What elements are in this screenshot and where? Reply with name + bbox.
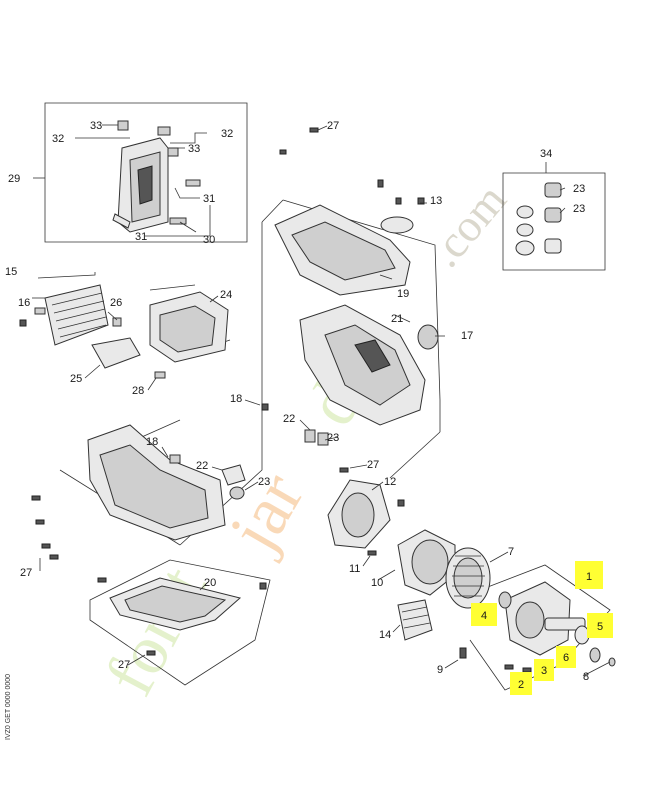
highlight-markers [471, 561, 613, 695]
part-housing-group [274, 204, 439, 446]
highlight-6 [556, 646, 576, 668]
label-part-33b: 33 [188, 143, 200, 155]
part-shroud-group [112, 120, 201, 233]
label-part-9: 9 [437, 664, 443, 676]
label-part-18b: 18 [146, 436, 158, 448]
drawing-code: IVZ0 GET 0000 0000 [5, 674, 12, 740]
label-part-23c: 23 [327, 432, 339, 444]
highlight-2 [510, 672, 532, 695]
label-part-15: 15 [5, 266, 17, 278]
part-cover-plate [109, 577, 242, 631]
label-part-12: 12 [384, 476, 396, 488]
part-bracket-group [91, 291, 229, 379]
label-part-27d: 27 [118, 659, 130, 671]
label-part-11: 11 [349, 563, 360, 575]
label-part-29: 29 [8, 173, 20, 185]
label-part-13: 13 [430, 195, 442, 207]
label-part-27b: 27 [367, 459, 379, 471]
part-lower-housing-group [87, 424, 246, 541]
label-part-1: 1 [586, 571, 592, 583]
label-part-23d: 23 [258, 476, 270, 488]
label-part-26: 26 [110, 297, 122, 309]
label-part-23a: 23 [573, 183, 585, 195]
label-part-5: 5 [597, 621, 603, 633]
label-part-28: 28 [132, 385, 144, 397]
label-part-22b: 22 [196, 460, 208, 472]
label-part-17: 17 [461, 330, 473, 342]
label-part-6: 6 [563, 652, 569, 664]
watermark-text-com: .com [419, 174, 517, 276]
highlight-3 [534, 659, 554, 681]
part-grille-group [34, 284, 109, 346]
label-part-7: 7 [508, 546, 514, 558]
label-part-32b: 32 [221, 128, 233, 140]
highlight-4 [471, 603, 497, 626]
label-part-32a: 32 [52, 133, 64, 145]
label-part-31b: 31 [135, 231, 147, 243]
label-part-24: 24 [220, 289, 232, 301]
highlight-1 [575, 561, 603, 589]
label-part-25: 25 [70, 373, 82, 385]
label-part-33a: 33 [90, 120, 102, 132]
label-part-20: 20 [204, 577, 216, 589]
label-part-30: 30 [203, 234, 215, 246]
label-part-18a: 18 [230, 393, 242, 405]
label-part-27c: 27 [20, 567, 32, 579]
label-part-31a: 31 [203, 193, 215, 205]
part-flywheel-group [327, 479, 491, 641]
watermark-text-foret: forêt [91, 554, 221, 707]
part-labels: 33 32 32 33 29 31 31 30 27 34 23 13 23 1… [5, 120, 603, 691]
label-part-22a: 22 [283, 413, 295, 425]
label-part-10: 10 [371, 577, 383, 589]
label-part-27a: 27 [327, 120, 339, 132]
label-part-34: 34 [540, 148, 552, 160]
part-buffers-group [515, 182, 562, 256]
label-part-8: 8 [583, 671, 589, 683]
label-part-21: 21 [391, 313, 403, 325]
label-part-4: 4 [481, 610, 487, 622]
leader-lines [32, 124, 611, 677]
label-part-3: 3 [541, 665, 547, 677]
label-part-23b: 23 [573, 203, 585, 215]
part-crank-group [498, 581, 616, 667]
label-part-14: 14 [379, 629, 391, 641]
label-part-2: 2 [518, 679, 524, 691]
highlight-5 [587, 613, 613, 638]
screws-group [19, 127, 532, 673]
label-part-19: 19 [397, 288, 409, 300]
label-part-16: 16 [18, 297, 30, 309]
